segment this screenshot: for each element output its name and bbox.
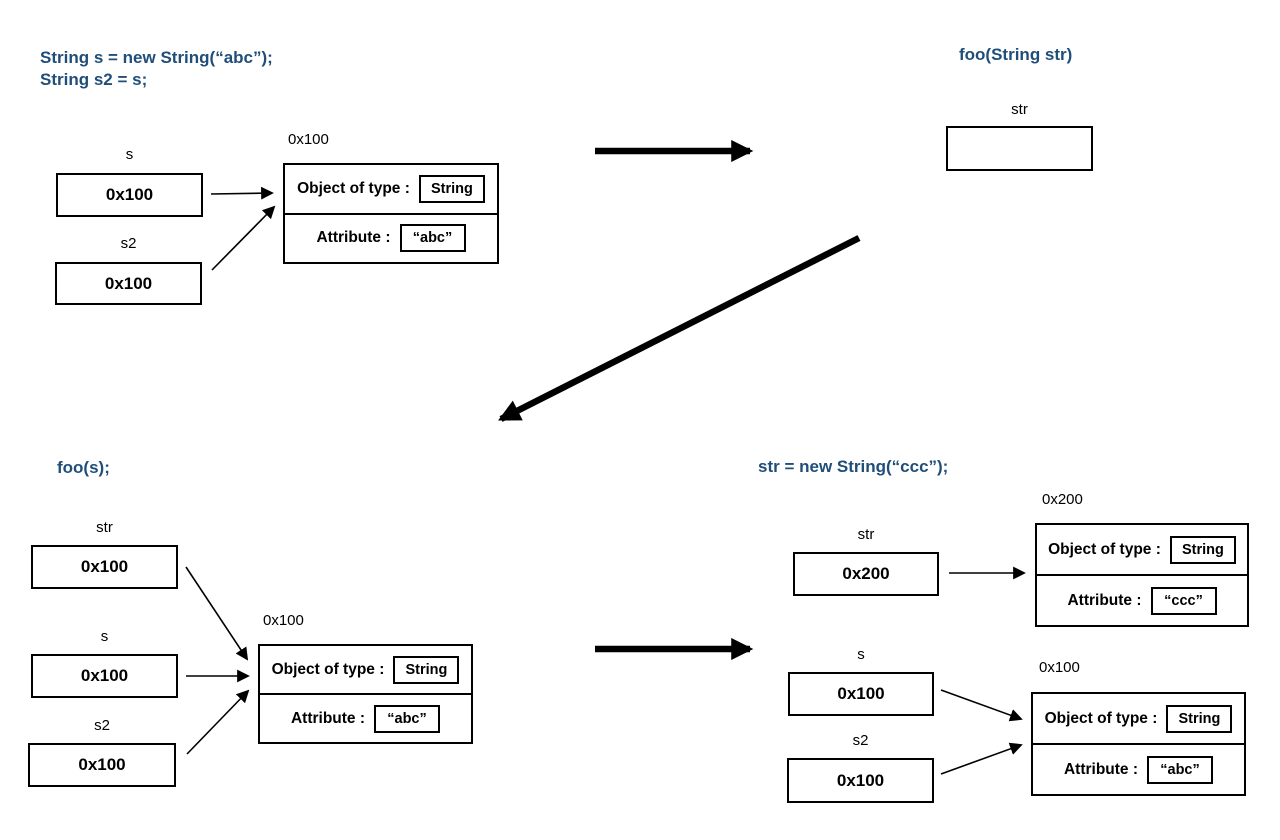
br-object-0x200-box: Object of type : String Attribute : “ccc… [1035, 523, 1249, 627]
bl-var-str-label: str [96, 519, 113, 536]
code-top-left: String s = new String(“abc”); String s2 =… [40, 47, 273, 91]
tl-object-type-label: Object of type : [297, 179, 410, 197]
br-object-0x200-type-row: Object of type : String [1037, 525, 1247, 574]
br-object-0x100-type-row: Object of type : String [1033, 694, 1244, 743]
br-var-str-label: str [857, 526, 875, 543]
arrow-br-s2-to-object-0x100 [940, 742, 1023, 775]
code-bottom-left: foo(s); [57, 457, 110, 479]
bl-object-attribute-value: “abc” [374, 704, 441, 733]
br-var-s2-box: 0x100 [787, 758, 934, 803]
tl-object-box: Object of type : String Attribute : “abc… [283, 163, 499, 264]
bl-var-s-box: 0x100 [31, 654, 178, 698]
tl-var-s2-label: s2 [120, 235, 137, 252]
bl-object-type-label: Object of type : [271, 660, 385, 678]
br-object-0x100-address-label: 0x100 [1039, 659, 1080, 676]
br-object-0x200-type-value: String [1169, 535, 1236, 564]
tr-var-str-box [946, 126, 1093, 171]
tl-object-type-row: Object of type : String [285, 165, 497, 213]
code-line: foo(String str) [959, 45, 1073, 64]
br-object-0x100-attribute-value: “abc” [1147, 755, 1214, 784]
arrow-bl-s2-to-object [186, 689, 250, 755]
br-object-0x100-attribute-label: Attribute : [1063, 760, 1139, 778]
br-object-0x200-attribute-value: “ccc” [1150, 586, 1217, 615]
tl-var-s2-box: 0x100 [55, 262, 202, 305]
br-object-0x100-attribute-row: Attribute : “abc” [1033, 743, 1244, 794]
br-object-0x100-box: Object of type : String Attribute : “abc… [1031, 692, 1246, 796]
arrow-bl-str-to-object [185, 566, 249, 661]
br-var-str-box: 0x200 [793, 552, 939, 596]
br-object-0x200-address-label: 0x200 [1042, 491, 1083, 508]
br-object-0x200-type-label: Object of type : [1048, 540, 1161, 558]
tl-object-type-value: String [418, 174, 485, 203]
code-line: foo(s); [57, 458, 110, 477]
bl-object-address-label: 0x100 [263, 612, 304, 629]
bl-object-attribute-label: Attribute : [290, 709, 366, 727]
tr-var-str-label: str [1011, 101, 1028, 118]
bl-object-box: Object of type : String Attribute : “abc… [258, 644, 473, 744]
tl-object-attribute-label: Attribute : [316, 229, 391, 247]
bl-object-type-row: Object of type : String [260, 646, 471, 693]
bl-object-attribute-row: Attribute : “abc” [260, 693, 471, 742]
code-bottom-right: str = new String(“ccc”); [758, 456, 948, 478]
code-line: String s2 = s; [40, 70, 148, 89]
br-var-s-box: 0x100 [788, 672, 934, 716]
code-top-right: foo(String str) [959, 44, 1072, 66]
br-var-s-label: s [857, 646, 865, 663]
arrow-br-s-to-object-0x100 [940, 689, 1023, 722]
br-object-0x200-attribute-row: Attribute : “ccc” [1037, 574, 1247, 625]
br-var-s2-label: s2 [852, 732, 869, 749]
br-object-0x100-type-value: String [1166, 704, 1233, 733]
bl-var-s-label: s [100, 628, 109, 645]
br-object-0x100-type-label: Object of type : [1044, 709, 1158, 727]
arrow-step-top-right-to-bottom-left [498, 235, 861, 422]
tl-object-attribute-value: “abc” [399, 224, 466, 253]
arrow-tl-s-to-object [210, 186, 274, 200]
tl-object-address-label: 0x100 [288, 131, 329, 148]
bl-var-s2-label: s2 [94, 717, 110, 734]
tl-var-s-label: s [125, 146, 134, 163]
code-line: str = new String(“ccc”); [758, 457, 949, 476]
br-object-0x200-attribute-label: Attribute : [1067, 591, 1142, 609]
bl-var-str-box: 0x100 [31, 545, 178, 589]
bl-var-s2-box: 0x100 [28, 743, 176, 787]
tl-var-s-box: 0x100 [56, 173, 203, 217]
arrow-tl-s2-to-object [211, 205, 276, 271]
code-line: String s = new String(“abc”); [40, 48, 273, 67]
tl-object-attribute-row: Attribute : “abc” [285, 212, 497, 263]
bl-object-type-value: String [393, 655, 460, 684]
